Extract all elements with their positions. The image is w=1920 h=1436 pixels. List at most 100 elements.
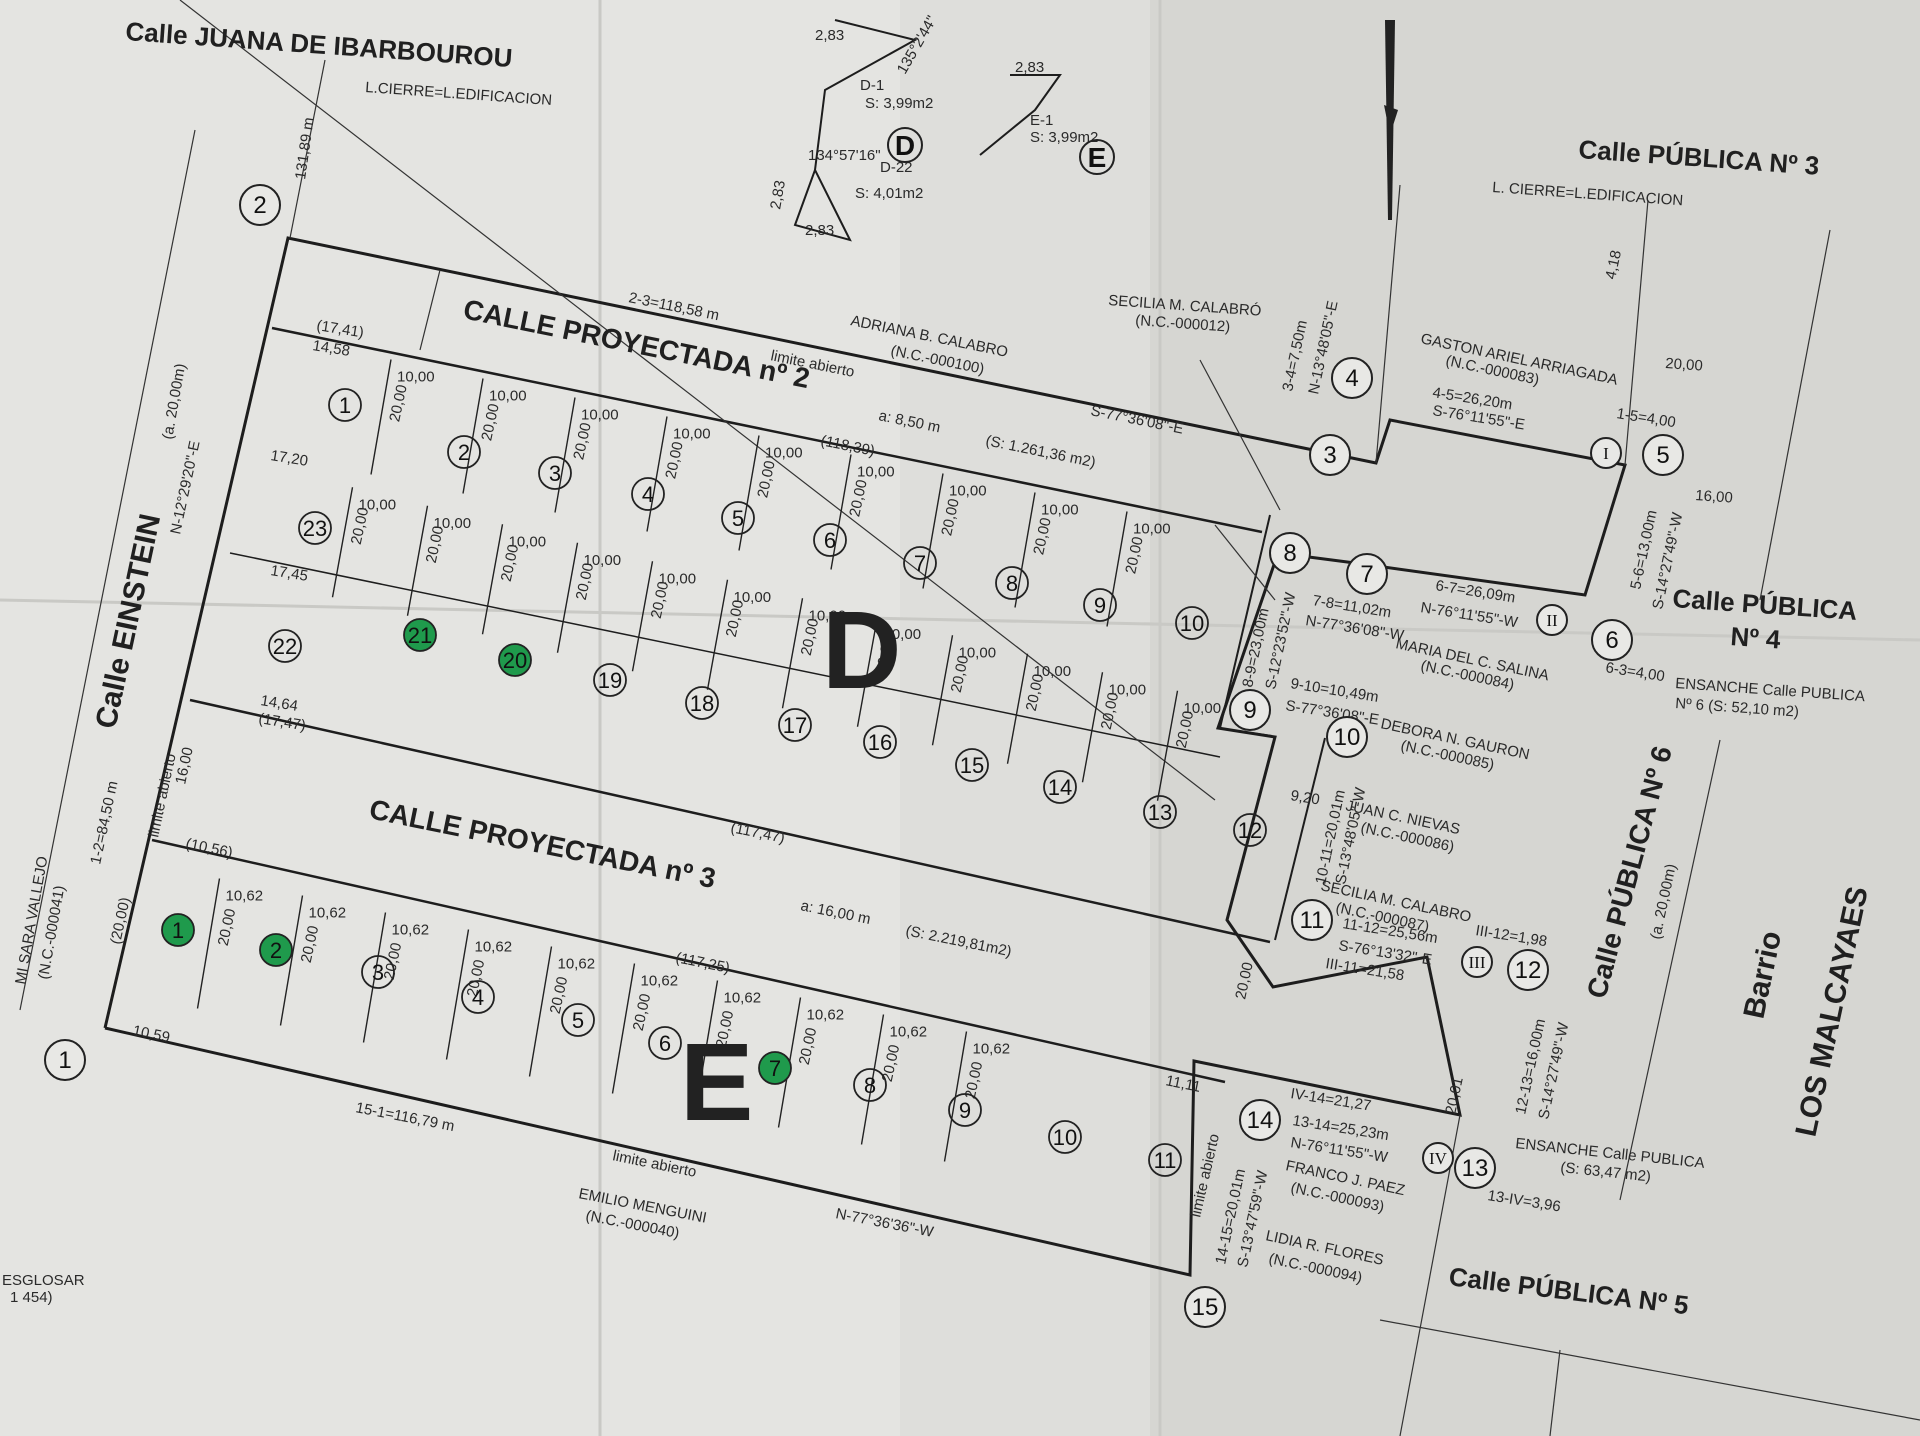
lot-width: 10,62 (392, 922, 430, 939)
owner-secilia-top-nc: (N.C.-000012) (1135, 312, 1231, 336)
lot-circle (461, 980, 495, 1014)
note-bottom-left: 1 454) (10, 1289, 53, 1306)
lot-divider (406, 505, 429, 616)
lot-number: 19 (598, 668, 622, 693)
note-bottom-left: ESGLOSAR (2, 1272, 85, 1289)
proyectada3-south-edge (151, 838, 1226, 1084)
calle3-west-edge (1624, 199, 1649, 466)
lot-circle (538, 456, 572, 490)
lot-number: 9 (959, 1098, 971, 1123)
inset-diagram-e: 2,83 E-1 S: 3,99m2 E (979, 59, 1115, 175)
lot-divider (631, 561, 654, 672)
block-d-letter: D (822, 589, 901, 712)
inset-d22-label: D-22 (880, 159, 913, 176)
lot-number: 12 (1238, 818, 1262, 843)
lot-width: 10,62 (309, 905, 347, 922)
lot-circle (853, 1068, 887, 1102)
vertex-circle (1184, 1286, 1226, 1328)
lot-number: 6 (824, 528, 836, 553)
roman-circle (1461, 946, 1493, 978)
lot-divider (554, 397, 576, 513)
lot-width: 10,00 (1041, 502, 1079, 519)
lot-circle (1083, 588, 1117, 622)
lot-number: 1 (339, 393, 351, 418)
lot-width: 10,62 (724, 990, 762, 1007)
roman-circle (1536, 604, 1568, 636)
lot-divider (481, 524, 504, 635)
lot-number: 9 (1094, 593, 1106, 618)
lot-circle (778, 708, 812, 742)
lot-width: 10,00 (1133, 521, 1171, 538)
dim-label: 20,00 (1665, 355, 1704, 375)
lot-circle (903, 546, 937, 580)
einstein-west-edge (19, 129, 196, 1011)
vertex-circle (1591, 619, 1633, 661)
vertex-label: 7 (1360, 561, 1373, 588)
dim-label: 11,11 (1164, 1072, 1202, 1096)
lot-circle (298, 511, 332, 545)
juana-edge (289, 59, 326, 239)
lot-divider (1006, 653, 1029, 764)
north-arrow (1384, 20, 1398, 220)
paper-panel-left (0, 0, 900, 1436)
lot-circle (1048, 1120, 1082, 1154)
lot-number: 11 (1154, 1148, 1177, 1173)
north-arrow-line (1375, 184, 1401, 464)
vertex-circle (1642, 434, 1684, 476)
lot-number: 20 (503, 648, 527, 673)
roman-label: III (1469, 953, 1486, 972)
lot-divider (528, 946, 553, 1077)
vertex-circle (1269, 532, 1311, 574)
vertex-label: 11 (1300, 907, 1325, 934)
inset-d22-area: S: 4,01m2 (855, 185, 923, 202)
lot-circle (685, 686, 719, 720)
vertex-circle (1309, 434, 1351, 476)
dim-label: 4,18 (1602, 249, 1625, 281)
lot-divider (706, 579, 729, 690)
lot-number: 1 (172, 918, 184, 943)
street-name-publica-4-number: Nº 4 (1730, 621, 1782, 654)
lot-width: 10,00 (884, 626, 922, 643)
lot-width: 10,00 (765, 445, 803, 462)
inset-e-letter: E (1088, 142, 1107, 173)
lot-width: 10,00 (434, 515, 472, 532)
vertex-label: 8 (1283, 540, 1296, 567)
roman-label: II (1546, 611, 1558, 630)
block-d-corner-line (1216, 727, 1273, 737)
lot-number: 14 (1048, 775, 1072, 800)
lot-circle (1175, 606, 1209, 640)
lot-divider (1106, 511, 1128, 627)
lot-divider (1014, 492, 1036, 608)
lot-width: 10,00 (673, 426, 711, 443)
proyectada2-south-edge (271, 326, 1263, 534)
vertex-circle (1229, 689, 1271, 731)
calle5-south-edge (1379, 1319, 1920, 1421)
block-e-letter: E (680, 1021, 753, 1144)
streets-edges (151, 0, 1273, 1084)
vertex-circle (1239, 1099, 1281, 1141)
lot-circle (1143, 795, 1177, 829)
block-d-inner-line (179, 0, 1216, 801)
lot-12-east-line (1274, 737, 1326, 941)
lot-circle (648, 1026, 682, 1060)
lot-number: 4 (642, 482, 654, 507)
inset-side: 2,83 (805, 222, 834, 239)
vertex-label: 2 (253, 192, 266, 219)
lot-width: 10,00 (359, 496, 397, 513)
lot-width: 10,62 (807, 1007, 845, 1024)
roman-label: I (1603, 444, 1609, 463)
lot-number: 7 (914, 551, 926, 576)
dim-label: 14,64 (259, 692, 299, 715)
lot-number: 5 (732, 506, 744, 531)
lot-number: 5 (572, 1008, 584, 1033)
paper-panel-right (1150, 0, 1920, 1436)
vertex-circle (1326, 716, 1368, 758)
roman-label: IV (1429, 1149, 1448, 1168)
lot-width: 10,00 (959, 644, 997, 661)
inset-side: 2,83 (815, 27, 844, 44)
inset-side: 2,83 (767, 179, 789, 211)
lot-divider (646, 416, 668, 532)
